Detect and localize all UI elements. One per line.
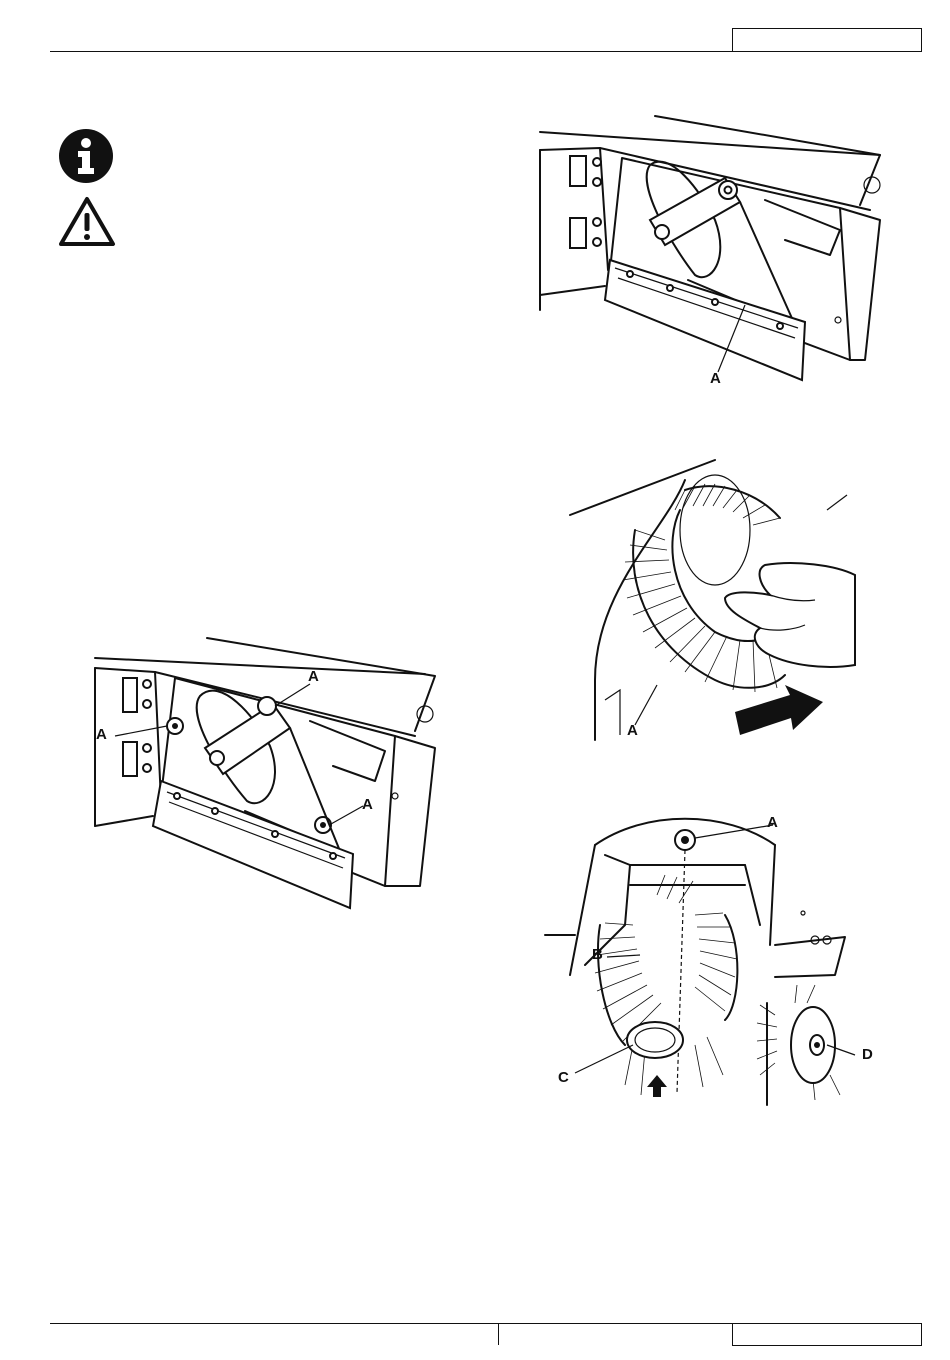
- figure-top-right-label-a: A: [710, 370, 721, 387]
- figure-side-plate-top: [540, 110, 890, 400]
- info-icon: [58, 128, 114, 184]
- figure-bottom-right-label-a: A: [767, 814, 778, 831]
- figure-bottom-left-label-a-left: A: [96, 726, 107, 743]
- figure-bottom-right-label-d: D: [862, 1046, 873, 1063]
- figure-bottom-left-label-a-right: A: [362, 796, 373, 813]
- figure-mid-right-label-a: A: [627, 722, 638, 739]
- footer-divider: [498, 1323, 499, 1345]
- header-page-box: [732, 28, 922, 52]
- figure-bottom-right-label-b: B: [592, 946, 603, 963]
- warning-icon: [58, 196, 116, 248]
- footer-page-box: [732, 1323, 922, 1346]
- figure-side-plate-knobs: [95, 636, 440, 911]
- figure-bottom-left-label-a-top: A: [308, 668, 319, 685]
- figure-bottom-right-label-c: C: [558, 1069, 569, 1086]
- figure-brush-removal: [565, 450, 855, 750]
